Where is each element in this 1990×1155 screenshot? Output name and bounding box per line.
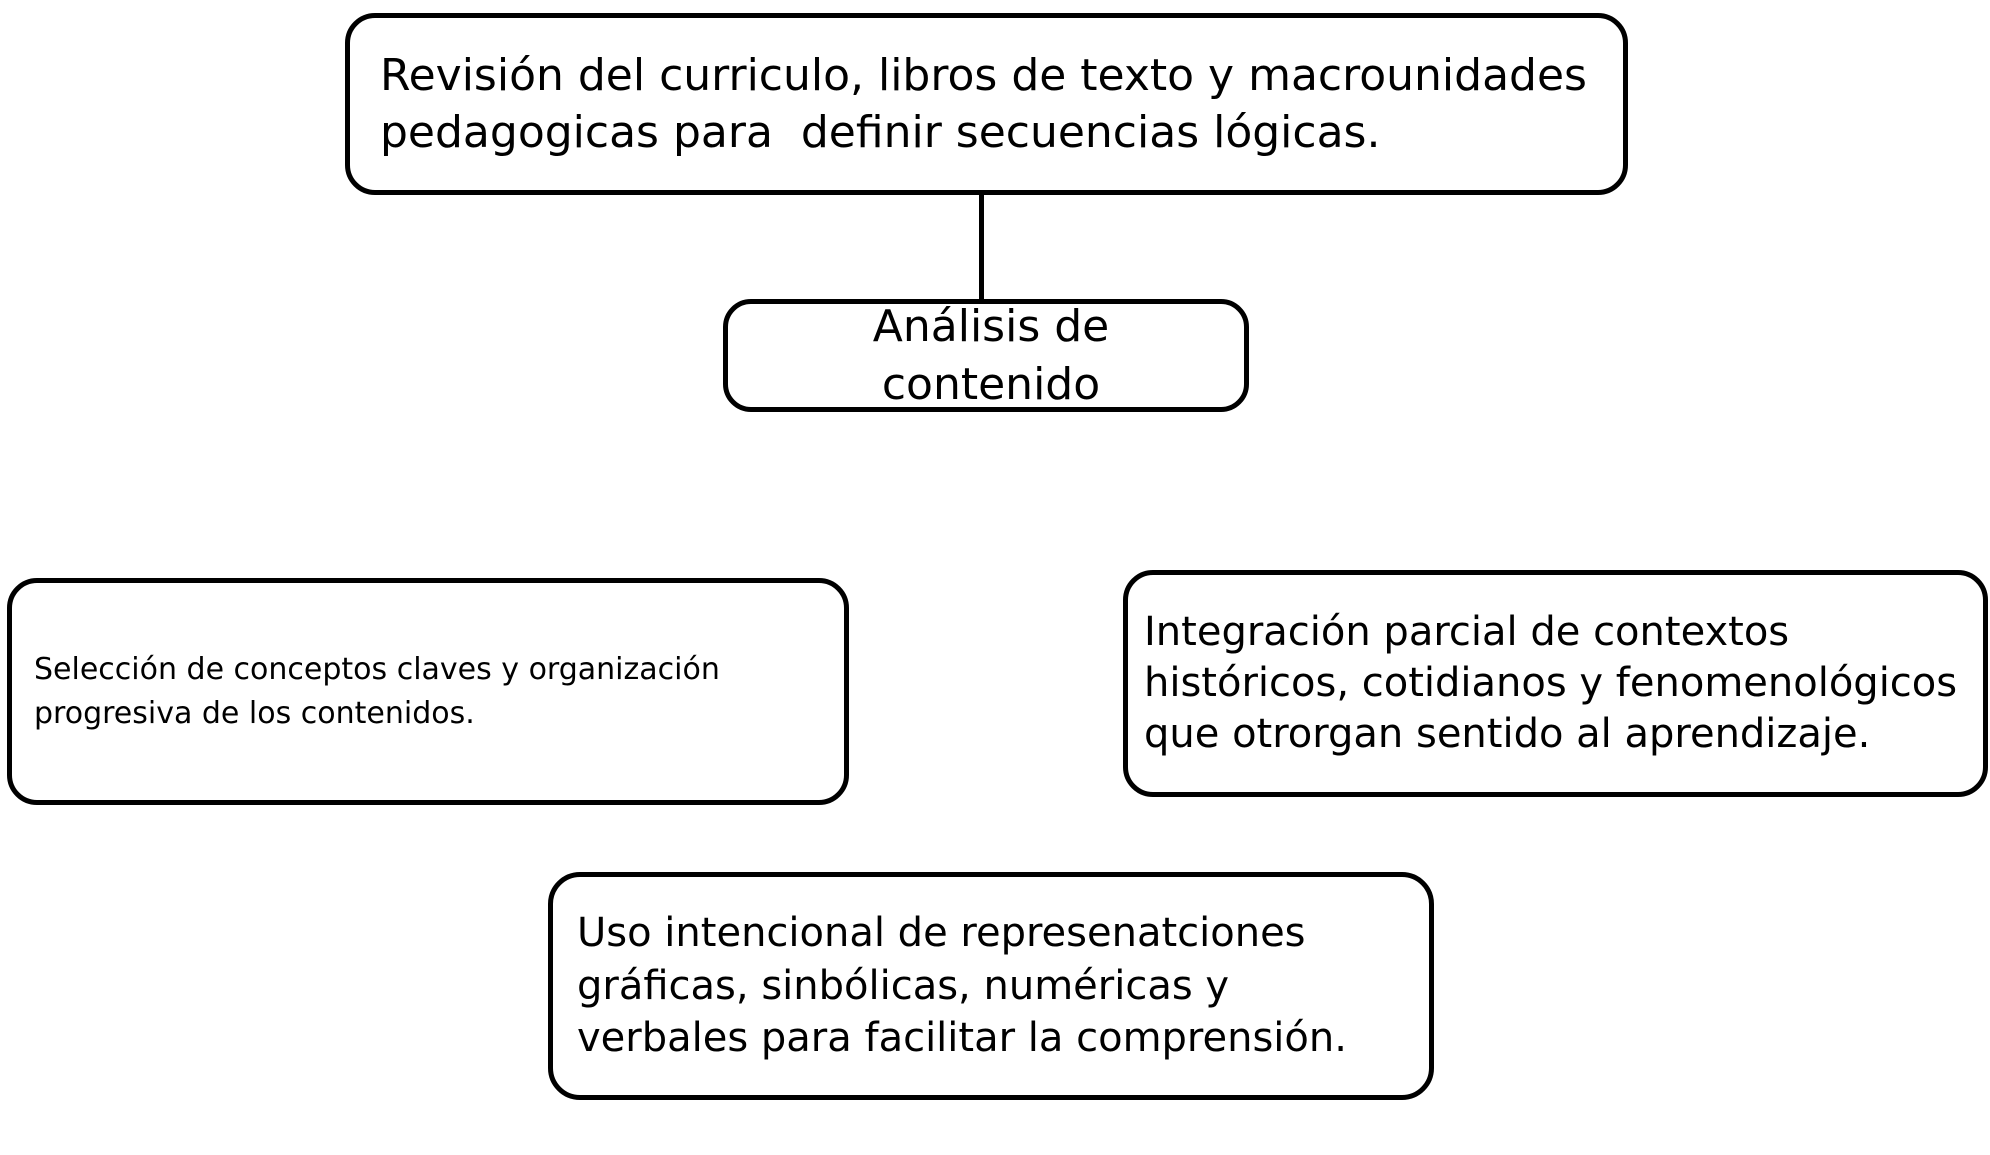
revision-node-label: Revisión del curriculo, libros de texto … bbox=[380, 49, 1601, 158]
integracion-contextos-node-label: Integración parcial de contextos históri… bbox=[1144, 608, 1970, 758]
seleccion-conceptos-node-label: Selección de conceptos claves y organiza… bbox=[34, 652, 730, 731]
integracion-contextos-node[interactable]: Integración parcial de contextos históri… bbox=[1123, 570, 1988, 797]
analisis-de-contenido-node[interactable]: Análisis de contenido bbox=[723, 299, 1249, 412]
revision-node[interactable]: Revisión del curriculo, libros de texto … bbox=[345, 13, 1628, 195]
uso-representaciones-node-label: Uso intencional de represenatciones gráf… bbox=[577, 909, 1347, 1062]
seleccion-conceptos-node[interactable]: Selección de conceptos claves y organiza… bbox=[7, 578, 849, 805]
analisis-de-contenido-node-label: Análisis de contenido bbox=[872, 301, 1124, 410]
connector-revision-to-analisis bbox=[979, 193, 984, 301]
uso-representaciones-node[interactable]: Uso intencional de represenatciones gráf… bbox=[548, 872, 1434, 1100]
